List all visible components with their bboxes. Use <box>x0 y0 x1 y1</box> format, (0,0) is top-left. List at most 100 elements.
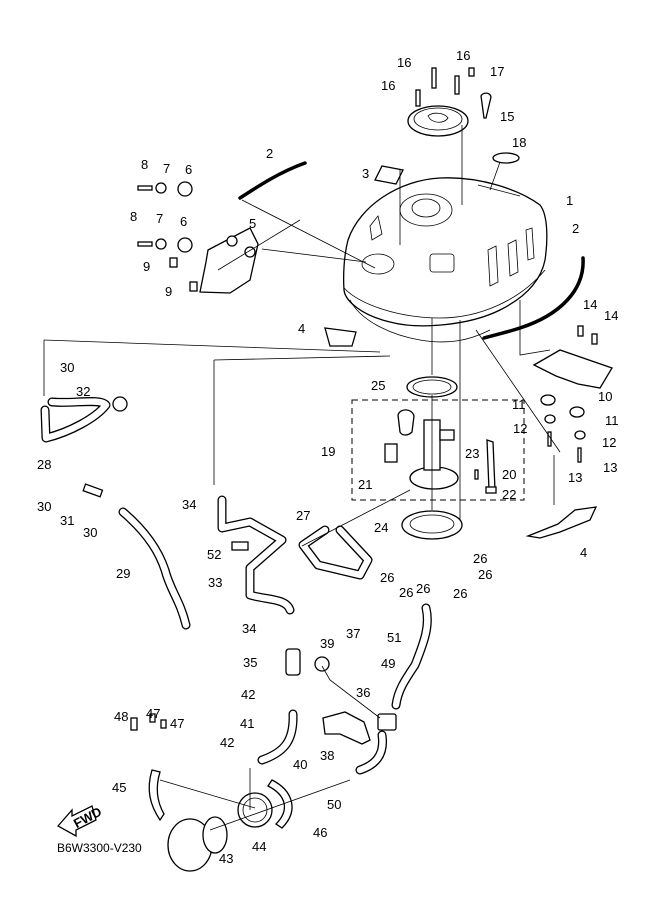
callout-8: 8 <box>141 157 148 172</box>
callout-51: 51 <box>387 630 401 645</box>
clamp-32-part <box>112 396 128 412</box>
callout-4: 4 <box>298 321 305 336</box>
diagram-code: B6W3300-V230 <box>57 841 142 855</box>
callout-45: 45 <box>112 780 126 795</box>
callout-42: 42 <box>220 735 234 750</box>
forward-arrow-icon: FWD <box>56 804 104 838</box>
callout-26: 26 <box>478 567 492 582</box>
callout-2: 2 <box>266 146 273 161</box>
front-bracket-part <box>137 181 259 294</box>
bracket-38-part <box>322 711 371 745</box>
callout-23: 23 <box>465 446 479 461</box>
hose-28-part <box>40 397 111 443</box>
callout-50: 50 <box>327 797 341 812</box>
callout-48: 48 <box>114 709 128 724</box>
callout-26: 26 <box>473 551 487 566</box>
fuel-cap-part <box>407 67 492 137</box>
regulator-part <box>377 713 397 731</box>
callout-12: 12 <box>602 435 616 450</box>
callout-8: 8 <box>130 209 137 224</box>
callout-24: 24 <box>374 520 388 535</box>
hose-lower-part <box>355 730 388 775</box>
callout-32: 32 <box>76 384 90 399</box>
callout-25: 25 <box>371 378 385 393</box>
callout-16: 16 <box>381 78 395 93</box>
filter-holder-part <box>314 656 330 672</box>
callout-47: 47 <box>170 716 184 731</box>
callout-18: 18 <box>512 135 526 150</box>
hose-29-part <box>118 507 191 630</box>
callout-36: 36 <box>356 685 370 700</box>
callout-20: 20 <box>502 467 516 482</box>
callout-29: 29 <box>116 566 130 581</box>
callout-3: 3 <box>362 166 369 181</box>
canister-part <box>130 713 293 872</box>
callout-13: 13 <box>603 460 617 475</box>
hose-33-part <box>217 495 295 615</box>
callout-26: 26 <box>453 586 467 601</box>
fwd-label: FWD <box>71 804 104 831</box>
callout-11: 11 <box>512 397 526 412</box>
callout-6: 6 <box>180 214 187 229</box>
fuel-filter-part <box>285 648 301 676</box>
hose-27-part <box>298 525 373 580</box>
callout-38: 38 <box>320 748 334 763</box>
callout-26: 26 <box>416 581 430 596</box>
hose-41-part <box>257 709 298 765</box>
callout-16: 16 <box>397 55 411 70</box>
callout-52: 52 <box>207 547 221 562</box>
callout-34: 34 <box>242 621 256 636</box>
callout-7: 7 <box>156 211 163 226</box>
callout-labels: 1 2 2 3 4 4 5 6 6 7 7 8 8 9 9 10 11 11 1… <box>37 48 619 866</box>
callout-40: 40 <box>293 757 307 772</box>
callout-9: 9 <box>143 259 150 274</box>
callout-49: 49 <box>381 656 395 671</box>
callout-47: 47 <box>146 706 160 721</box>
protector-right-part <box>525 506 598 539</box>
callout-22: 22 <box>502 487 516 502</box>
protector-left-part <box>324 327 357 347</box>
reference-lines <box>43 125 561 831</box>
callout-19: 19 <box>321 444 335 459</box>
label-part <box>374 165 404 185</box>
seal-strip-left-part <box>238 161 307 200</box>
callout-44: 44 <box>252 839 266 854</box>
callout-31: 31 <box>60 513 74 528</box>
callout-2: 2 <box>572 221 579 236</box>
callout-34: 34 <box>182 497 196 512</box>
callout-30: 30 <box>60 360 74 375</box>
callout-39: 39 <box>320 636 334 651</box>
clip-52-part <box>231 541 249 551</box>
callout-27: 27 <box>296 508 310 523</box>
fuel-tank-part <box>342 177 548 343</box>
callout-16: 16 <box>456 48 470 63</box>
fuel-pump-assembly-part <box>351 399 525 501</box>
callout-9: 9 <box>165 284 172 299</box>
callout-5: 5 <box>249 216 256 231</box>
callout-43: 43 <box>219 851 233 866</box>
callout-33: 33 <box>208 575 222 590</box>
callout-1: 1 <box>566 193 573 208</box>
seal-strip-right-part <box>482 256 585 340</box>
callout-4: 4 <box>580 545 587 560</box>
callout-7: 7 <box>163 161 170 176</box>
callout-13: 13 <box>568 470 582 485</box>
callout-6: 6 <box>185 162 192 177</box>
callout-17: 17 <box>490 64 504 79</box>
rear-bracket-part <box>532 325 613 463</box>
callout-15: 15 <box>500 109 514 124</box>
hose-49-part <box>391 603 432 710</box>
callout-41: 41 <box>240 716 254 731</box>
callout-10: 10 <box>598 389 612 404</box>
callout-30: 30 <box>37 499 51 514</box>
pipe-31-part <box>82 483 104 498</box>
callout-37: 37 <box>346 626 360 641</box>
callout-35: 35 <box>243 655 257 670</box>
callout-12: 12 <box>513 421 527 436</box>
callout-26: 26 <box>380 570 394 585</box>
pump-plate-part <box>401 510 463 540</box>
callout-42: 42 <box>241 687 255 702</box>
callout-11: 11 <box>605 413 619 428</box>
callout-14: 14 <box>604 308 618 323</box>
